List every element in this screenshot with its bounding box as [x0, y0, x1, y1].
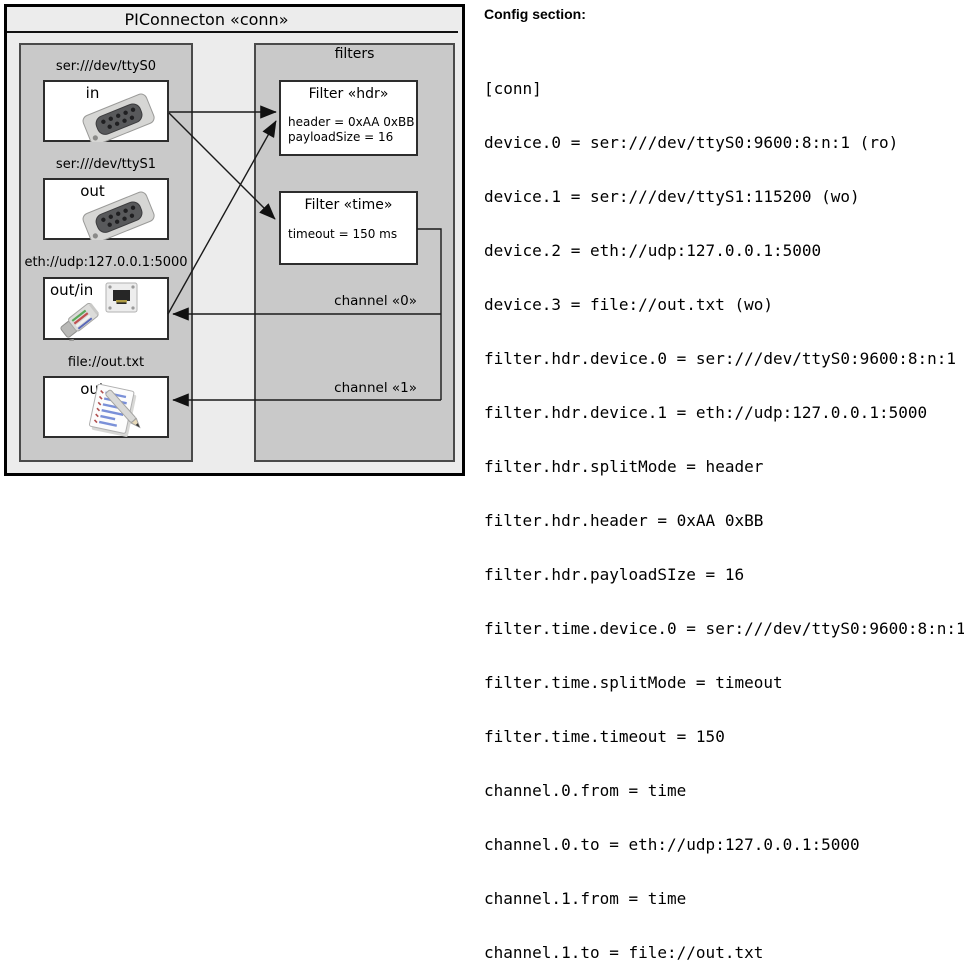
config-line: device.0 = ser:///dev/ttyS0:9600:8:n:1 (…	[484, 133, 899, 152]
piconnecton-title: PIConnecton «conn»	[124, 9, 289, 29]
notepad-pencil-icon	[88, 384, 141, 437]
device-box-eth: out/in	[43, 277, 169, 341]
config-line: channel.0.from = time	[484, 781, 687, 800]
config-line: [conn]	[484, 79, 542, 98]
config-line: channel.1.to = file://out.txt	[484, 943, 764, 962]
filters-panel-title: filters	[334, 46, 375, 62]
channel-1-label: channel «1»	[334, 380, 417, 396]
config-line: device.1 = ser:///dev/ttyS1:115200 (wo)	[484, 187, 860, 206]
config-line: filter.hdr.device.1 = eth://udp:127.0.0.…	[484, 403, 928, 422]
config-section: [conn] device.0 = ser:///dev/ttyS0:9600:…	[484, 44, 964, 968]
config-line: filter.hdr.header = 0xAA 0xBB	[484, 511, 764, 530]
channel-0-label: channel «0»	[334, 293, 417, 309]
config-line: filter.hdr.device.0 = ser:///dev/ttyS0:9…	[484, 349, 957, 368]
device-label-ttys0: ser:///dev/ttyS0	[55, 59, 157, 74]
piconnecton-title-bar: PIConnecton «conn»	[7, 7, 458, 33]
filter-time-title: Filter «time»	[304, 197, 393, 213]
device-direction-eth: out/in	[50, 281, 94, 299]
serial-connector-icon	[82, 191, 155, 240]
device-label-file: file://out.txt	[67, 355, 145, 370]
config-line: filter.time.timeout = 150	[484, 727, 725, 746]
filter-time-box: Filter «time» timeout = 150 ms	[279, 191, 418, 265]
config-line: filter.time.device.0 = ser:///dev/ttyS0:…	[484, 619, 964, 638]
serial-connector-icon	[82, 93, 155, 142]
device-label-eth: eth://udp:127.0.0.1:5000	[24, 255, 188, 270]
ethernet-jack-icon	[105, 282, 138, 313]
device-box-ttys0: in	[43, 80, 169, 142]
config-line: filter.hdr.payloadSIze = 16	[484, 565, 745, 584]
filter-property: timeout = 150 ms	[288, 227, 398, 241]
device-box-file: out	[43, 376, 169, 438]
config-line: filter.hdr.splitMode = header	[484, 457, 764, 476]
filter-property: header = 0xAA 0xBB	[288, 115, 415, 129]
filter-time-properties: timeout = 150 ms	[288, 227, 397, 242]
device-box-ttys1: out	[43, 178, 169, 240]
config-line: channel.1.from = time	[484, 889, 687, 908]
filter-hdr-box: Filter «hdr» header = 0xAA 0xBB payloadS…	[279, 80, 418, 156]
filter-property: payloadSize = 16	[288, 130, 394, 144]
config-line: channel.0.to = eth://udp:127.0.0.1:5000	[484, 835, 860, 854]
filter-hdr-title: Filter «hdr»	[308, 86, 389, 102]
config-line: filter.time.splitMode = timeout	[484, 673, 783, 692]
config-heading: Config section:	[484, 6, 586, 22]
device-label-ttys1: ser:///dev/ttyS1	[55, 157, 157, 172]
config-line: device.3 = file://out.txt (wo)	[484, 295, 773, 314]
filter-hdr-properties: header = 0xAA 0xBB payloadSize = 16	[288, 115, 414, 145]
config-line: device.2 = eth://udp:127.0.0.1:5000	[484, 241, 822, 260]
device-direction-ttys0: in	[85, 84, 100, 102]
device-direction-ttys1: out	[80, 182, 105, 200]
ethernet-plug-icon	[60, 303, 99, 341]
